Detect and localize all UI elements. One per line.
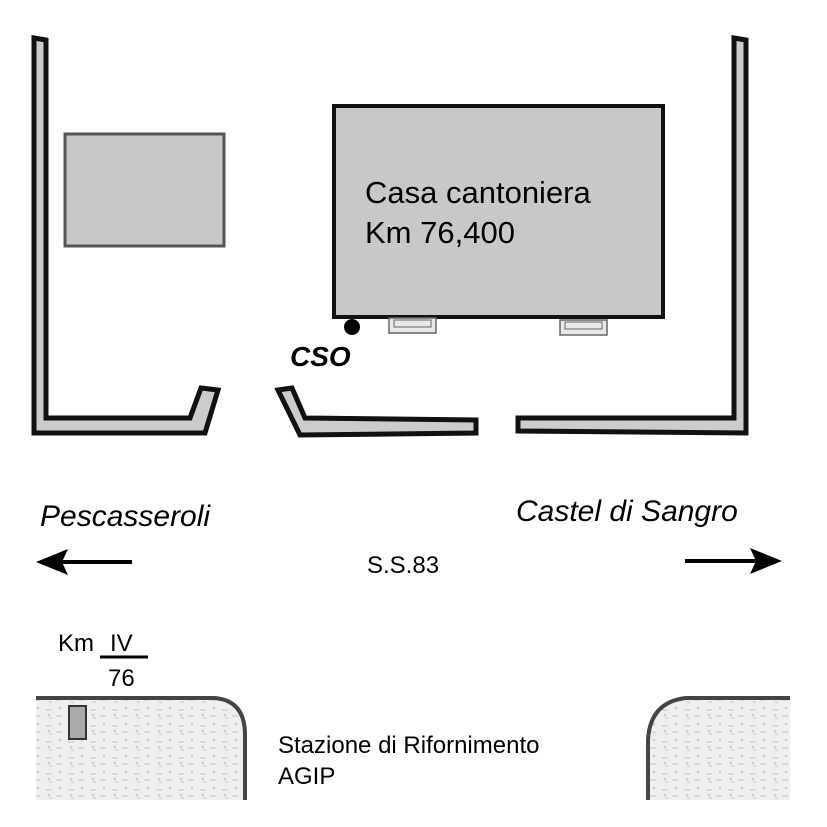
wall-left [31, 35, 222, 436]
cso-marker-dot [344, 319, 360, 335]
road-name: S.S.83 [367, 552, 439, 579]
direction-left-label: Pescasseroli [40, 500, 211, 533]
wall-middle [274, 385, 479, 438]
doorstep-right [559, 319, 608, 336]
milestone-roman: IV [110, 630, 133, 657]
arrow-left-icon [36, 549, 132, 575]
casa-cantoniera-building [332, 104, 665, 319]
building-name: Casa cantoniera [365, 175, 592, 210]
station-line2: AGIP [278, 763, 335, 790]
wall-right [515, 35, 749, 436]
milestone-prefix: Km [58, 630, 94, 657]
station-curb-left [36, 696, 247, 800]
station-curb-right [646, 696, 790, 800]
outbuilding [63, 132, 226, 248]
arrow-right-icon [685, 548, 782, 574]
station-line1: Stazione di Rifornimento [278, 732, 539, 759]
direction-right-label: Castel di Sangro [516, 495, 738, 528]
cso-label: CSO [290, 341, 351, 372]
station-area-left [36, 698, 245, 800]
building-km: Km 76,400 [365, 215, 515, 250]
doorstep-left [388, 317, 437, 334]
milestone-number: 76 [108, 665, 135, 692]
station-area-right [648, 698, 790, 800]
milestone-stone [68, 705, 87, 740]
